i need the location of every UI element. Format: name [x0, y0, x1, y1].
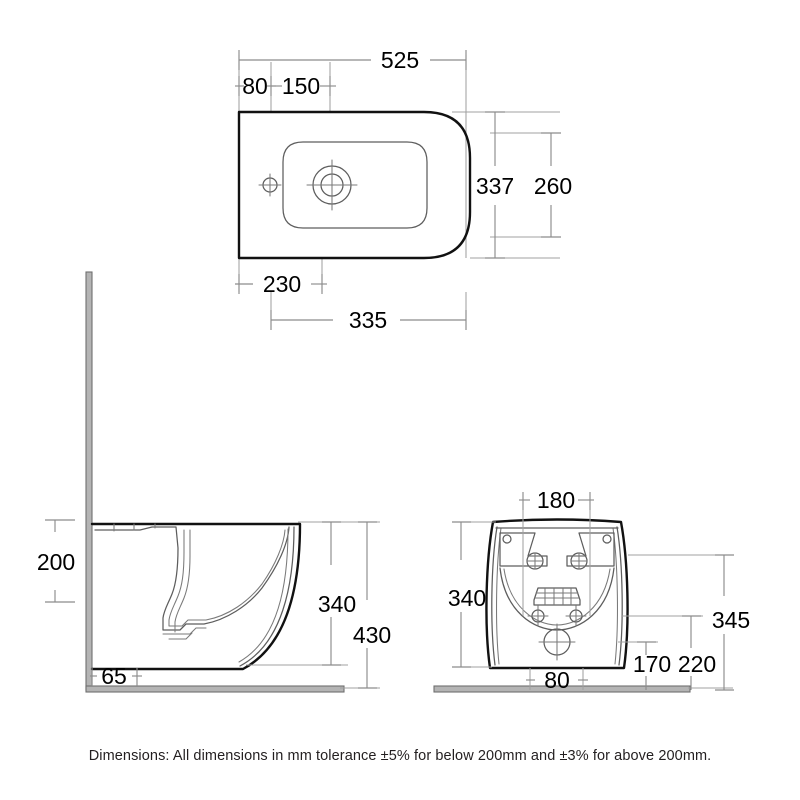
front-view: 180	[433, 487, 750, 693]
side-view-extension-lines	[246, 521, 380, 689]
dimension-side-340: 340	[318, 521, 356, 666]
dimension-label-230: 230	[263, 271, 301, 297]
wall-line	[85, 271, 93, 691]
dimension-label-65: 65	[101, 663, 127, 689]
front-view-outlet-hole	[538, 623, 576, 661]
dimension-label-430: 430	[353, 622, 391, 648]
dimension-side-65: 65	[90, 663, 142, 689]
dimension-side-200: 200	[37, 519, 75, 603]
top-view: 525 80 150	[235, 47, 572, 333]
dimension-label-200: 200	[37, 549, 75, 575]
dimensions-caption: Dimensions: All dimensions in mm toleran…	[88, 748, 712, 764]
dimension-top-260: 260	[534, 132, 572, 238]
dimension-top-337: 337	[476, 111, 514, 259]
side-view-waste-detail	[162, 627, 207, 635]
dimension-label-170: 170	[633, 651, 671, 677]
side-view-bowl-rib	[174, 529, 191, 633]
dimension-top-150: 150	[271, 73, 336, 99]
dimension-front-220: 220	[678, 615, 716, 690]
front-view-fixing-bracket-left	[499, 532, 548, 570]
side-view-skirt-2	[238, 528, 289, 663]
dimension-top-335: 335	[270, 307, 467, 333]
front-view-waste-grate	[533, 587, 581, 606]
front-view-fixing-hole-right	[565, 605, 587, 627]
front-view-skirt-right	[616, 526, 623, 666]
dimension-top-80: 80	[235, 73, 276, 99]
dimension-label-345: 345	[712, 607, 750, 633]
dimension-label-80-top: 80	[242, 73, 268, 99]
front-view-bowl-arc-2	[503, 568, 611, 626]
side-view-rim-ticks	[113, 523, 156, 532]
top-view-outlet-hole	[306, 159, 358, 211]
side-view-bowl-profile-inner	[168, 529, 286, 627]
dimension-label-260: 260	[534, 173, 572, 199]
front-view-bowl-arc	[499, 567, 615, 631]
side-view-bowl-profile	[94, 526, 290, 631]
dimension-label-340-side: 340	[318, 591, 356, 617]
side-view-outline	[90, 522, 302, 671]
side-view-waste-detail-2	[168, 632, 193, 640]
dimension-label-335: 335	[349, 307, 387, 333]
dimension-side-430: 430	[353, 521, 391, 689]
top-view-fixing-hole	[258, 173, 282, 197]
dimension-front-170: 170	[633, 641, 671, 690]
side-view: 200 65 340	[37, 271, 391, 693]
dimension-top-230: 230	[235, 271, 327, 297]
dimension-front-340: 340	[448, 521, 496, 668]
floor-line-right	[433, 685, 691, 693]
side-view-skirt	[239, 526, 295, 667]
dimension-label-525: 525	[381, 47, 419, 73]
front-view-fixing-bracket-right	[566, 532, 615, 570]
dimension-label-340-front: 340	[448, 585, 486, 611]
dimension-front-180: 180	[519, 487, 594, 513]
dimension-front-80: 80	[526, 667, 588, 693]
dimension-label-150: 150	[282, 73, 320, 99]
dimension-top-525: 525	[238, 47, 467, 73]
front-view-outline	[485, 518, 629, 670]
dimension-label-180: 180	[537, 487, 575, 513]
dimension-label-337: 337	[476, 173, 514, 199]
dimension-front-345: 345	[712, 554, 750, 691]
top-view-bowl-recess	[282, 141, 428, 229]
top-view-outline	[237, 110, 472, 260]
front-view-fixing-hole-left	[527, 605, 549, 627]
dimension-label-220: 220	[678, 651, 716, 677]
floor-line-left	[85, 685, 345, 693]
dimension-label-80-front: 80	[544, 667, 570, 693]
front-view-skirt-left	[491, 526, 498, 666]
